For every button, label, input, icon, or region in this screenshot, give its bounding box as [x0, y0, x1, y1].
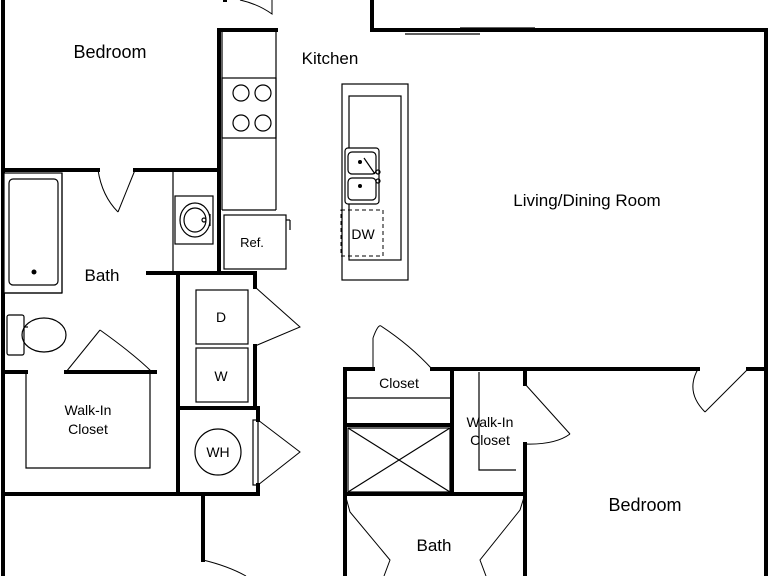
room-label-living-dining: Living/Dining Room	[513, 191, 660, 210]
water-heater-label: WH	[206, 444, 229, 460]
room-label-walkin-left-1: Walk-In	[65, 402, 112, 418]
room-label-kitchen: Kitchen	[302, 49, 359, 68]
room-label-bath-bottom: Bath	[417, 536, 452, 555]
washer-label: W	[214, 368, 228, 384]
room-label-bedroom-bottom: Bedroom	[608, 495, 681, 515]
room-label-walkin-right-2: Closet	[470, 432, 510, 448]
room-label-walkin-left-2: Closet	[68, 421, 108, 437]
room-label-closet-center: Closet	[379, 375, 419, 391]
refrigerator-label: Ref.	[240, 235, 264, 250]
dishwasher-label: DW	[351, 226, 375, 242]
room-labels: Bedroom Kitchen Living/Dining Room Bath …	[65, 42, 682, 555]
room-label-walkin-right-1: Walk-In	[467, 414, 514, 430]
dryer-label: D	[216, 309, 226, 325]
doors	[65, 0, 749, 576]
room-label-bath-left: Bath	[85, 266, 120, 285]
fixtures: Ref. DW D	[3, 32, 516, 493]
room-label-bedroom-top: Bedroom	[73, 42, 146, 62]
